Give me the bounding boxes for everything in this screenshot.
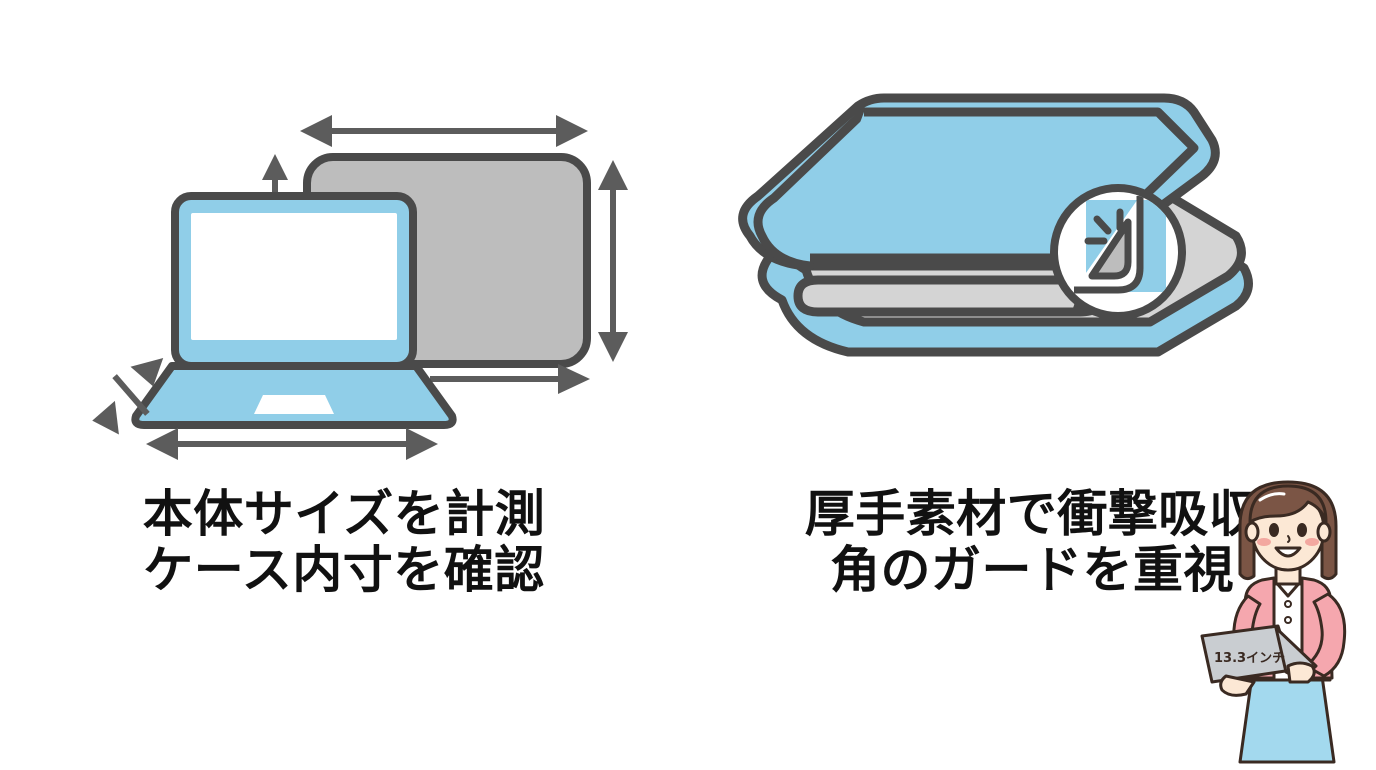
arrow-laptop-thickness-diagonal	[92, 358, 164, 435]
skirt	[1238, 674, 1336, 764]
shirt-button	[1284, 616, 1292, 624]
ear-right	[1316, 521, 1332, 543]
eye-left	[1269, 523, 1279, 537]
caption-left: 本体サイズを計測 ケース内寸を確認	[0, 486, 688, 598]
hand-right	[1286, 661, 1316, 684]
cheek-left	[1257, 538, 1271, 546]
laptop-screen	[191, 213, 397, 340]
laptop-and-sleeve-measure-illustration	[92, 115, 628, 460]
woman-holding-laptop: 13.3インチ	[1200, 480, 1347, 764]
laptop-open	[131, 192, 457, 429]
held-laptop-screen-label: 13.3インチ	[1214, 651, 1285, 666]
hair-highlight	[1258, 492, 1286, 502]
sleeve-inner-pad-opening	[793, 275, 1107, 317]
hand-left	[1219, 674, 1256, 697]
arrow-height-right	[598, 160, 628, 362]
ear-left	[1244, 521, 1260, 543]
panel-right: 厚手素材で衝撃吸収 角のガードを重視	[688, 0, 1376, 768]
arrow-laptop-width-bottom	[146, 428, 438, 460]
shirt-button	[1284, 600, 1292, 608]
cheek-right	[1305, 538, 1319, 546]
arrow-depth-bottom	[430, 364, 590, 394]
padded-folded-sleeve-illustration	[738, 93, 1253, 357]
mouth	[1274, 546, 1302, 558]
impact-lines-icon	[1084, 208, 1124, 245]
eye-right	[1297, 523, 1307, 537]
nose	[1287, 535, 1291, 543]
corner-guard-shape	[1088, 218, 1132, 280]
laptop-trackpad	[254, 395, 334, 414]
panel-left: 本体サイズを計測 ケース内寸を確認	[0, 0, 688, 768]
caption-right-line2: 角のガードを重視	[830, 541, 1234, 599]
corner-guard-detail-circle	[1050, 184, 1186, 320]
arrow-clearance-up	[262, 154, 288, 210]
caption-right: 厚手素材で衝撃吸収 角のガードを重視	[688, 486, 1376, 598]
arrow-width-top	[300, 115, 588, 147]
caption-left-line1: 本体サイズを計測	[142, 485, 546, 543]
caption-left-line2: ケース内寸を確認	[143, 541, 545, 599]
caption-right-line1: 厚手素材で衝撃吸収	[804, 485, 1260, 543]
